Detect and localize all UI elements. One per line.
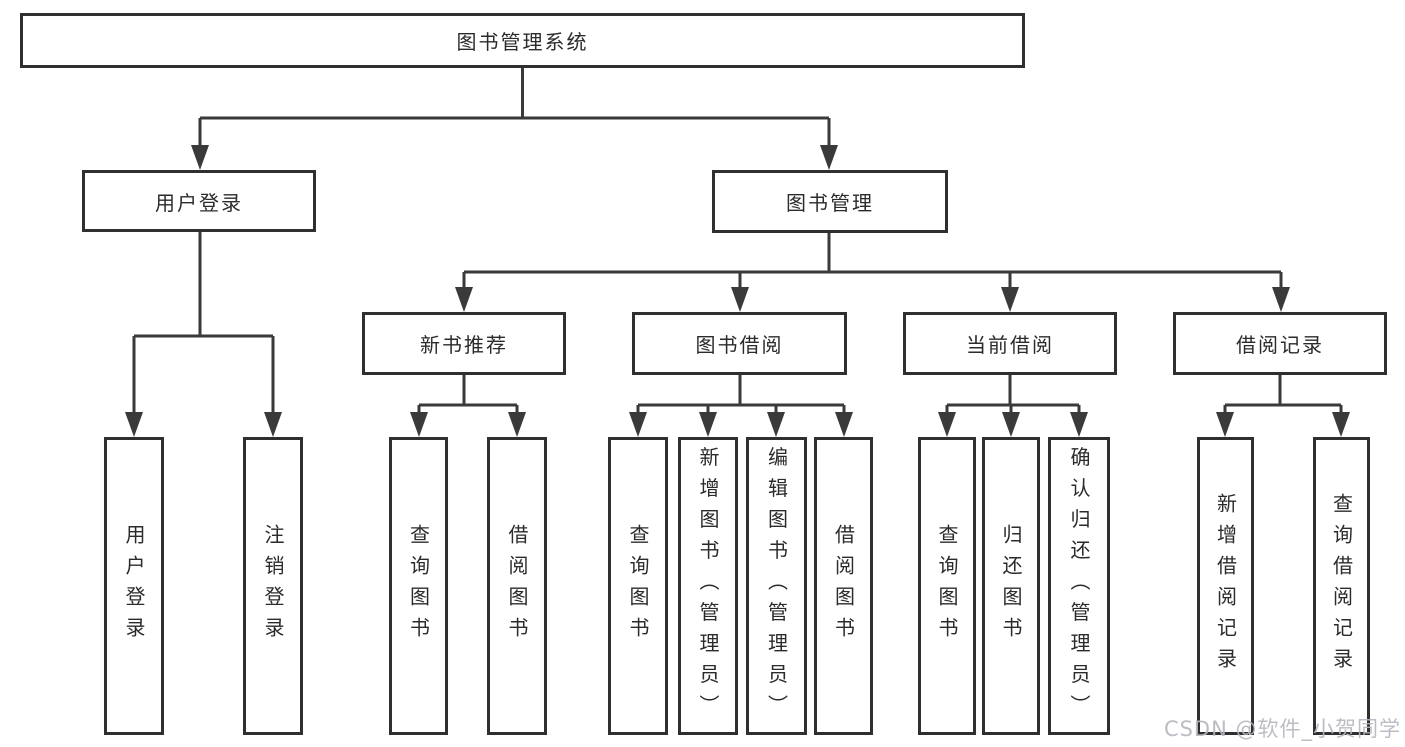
leaf-borrow-books-recommend: 借阅图书 bbox=[487, 437, 547, 735]
leaf-confirm-return-admin: 确认归还（管理员） bbox=[1048, 437, 1110, 735]
leaf-borrow-books: 借阅图书 bbox=[814, 437, 873, 735]
leaf-confirm-return-admin-label: 确认归还（管理员） bbox=[1067, 446, 1091, 726]
leaf-add-books-admin-label: 新增图书（管理员） bbox=[696, 446, 720, 726]
leaf-query-books-current: 查询图书 bbox=[918, 437, 976, 735]
leaf-return-books: 归还图书 bbox=[982, 437, 1040, 735]
leaf-user-login-label: 用户登录 bbox=[122, 524, 146, 648]
leaf-edit-books-admin-label: 编辑图书（管理员） bbox=[764, 446, 789, 726]
leaf-edit-books-admin: 编辑图书（管理员） bbox=[746, 437, 807, 735]
leaf-query-borrow-record: 查询借阅记录 bbox=[1313, 437, 1370, 735]
node-root: 图书管理系统 bbox=[20, 13, 1025, 68]
node-new-book-recommend: 新书推荐 bbox=[362, 312, 566, 375]
connector-records-to-leaves bbox=[1216, 375, 1350, 437]
leaf-logout-label: 注销登录 bbox=[261, 524, 285, 648]
leaf-query-books-recommend-label: 查询图书 bbox=[406, 524, 431, 648]
connector-book-mgmt-to-level3 bbox=[455, 233, 1290, 312]
node-book-borrow: 图书借阅 bbox=[632, 312, 847, 375]
connector-new-book-to-leaves bbox=[410, 375, 526, 437]
leaf-add-borrow-record-label: 新增借阅记录 bbox=[1213, 493, 1238, 679]
leaf-return-books-label: 归还图书 bbox=[999, 524, 1023, 648]
leaf-borrow-books-recommend-label: 借阅图书 bbox=[505, 524, 529, 648]
leaf-query-borrow-record-label: 查询借阅记录 bbox=[1329, 493, 1354, 679]
leaf-add-borrow-record: 新增借阅记录 bbox=[1197, 437, 1254, 735]
leaf-user-login: 用户登录 bbox=[104, 437, 164, 735]
node-borrow-records: 借阅记录 bbox=[1173, 312, 1387, 375]
leaf-query-books-recommend: 查询图书 bbox=[389, 437, 448, 735]
node-book-management: 图书管理 bbox=[712, 170, 948, 233]
connector-root-to-level2 bbox=[191, 68, 838, 170]
leaf-add-books-admin: 新增图书（管理员） bbox=[678, 437, 738, 735]
leaf-query-books-current-label: 查询图书 bbox=[935, 524, 959, 648]
leaf-query-books-borrow: 查询图书 bbox=[608, 437, 668, 735]
connector-book-borrow-to-leaves bbox=[629, 375, 853, 437]
leaf-query-books-borrow-label: 查询图书 bbox=[626, 524, 650, 648]
node-user-login: 用户登录 bbox=[82, 170, 316, 232]
connector-current-borrow-to-leaves bbox=[938, 375, 1088, 437]
node-current-borrow: 当前借阅 bbox=[903, 312, 1117, 375]
leaf-logout: 注销登录 bbox=[243, 437, 303, 735]
leaf-borrow-books-label: 借阅图书 bbox=[831, 524, 856, 648]
connector-user-login-to-leaves bbox=[125, 232, 282, 437]
